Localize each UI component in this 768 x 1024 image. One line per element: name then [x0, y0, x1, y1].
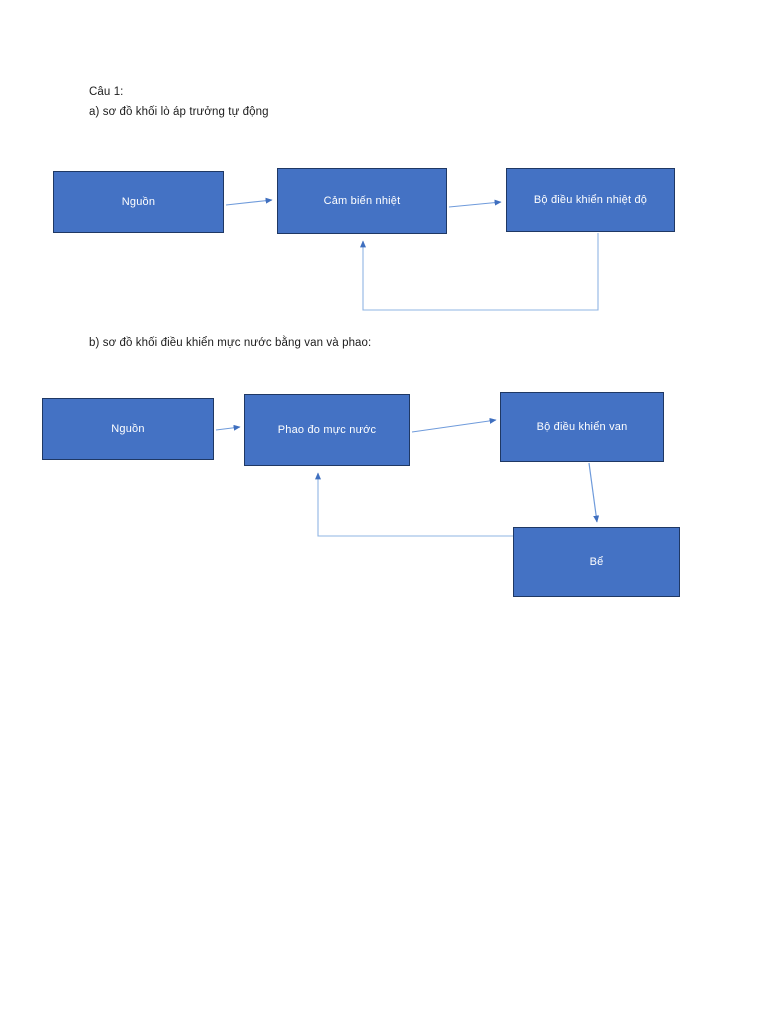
diagram-b-connector-bo-dieu-khien-van-to-be — [588, 462, 600, 523]
diagram-b-node-nguon: Nguồn — [42, 398, 214, 460]
diagram-a-node-nguon: Nguồn — [53, 171, 224, 233]
page-title: Câu 1: — [89, 86, 124, 98]
diagram-b-connector-phao-to-bo-dieu-khien-van — [411, 417, 497, 433]
diagram-a-node-cam-bien-nhiet: Cảm biến nhiệt — [277, 168, 447, 234]
diagram-b-node-bo-dieu-khien-van: Bộ điều khiển van — [500, 392, 664, 462]
section-a-label: a) sơ đồ khối lò áp trưởng tự động — [89, 106, 269, 118]
diagram-b-connector-feedback-loop — [315, 472, 513, 537]
diagram-a-connector-cam-bien-to-bo-dieu-khien — [448, 199, 502, 208]
diagram-a-node-bo-dieu-khien-nhiet-do: Bộ điều khiển nhiệt độ — [506, 168, 675, 232]
diagram-b-node-be: Bể — [513, 527, 680, 597]
section-b-label: b) sơ đồ khối điều khiển mực nước bằng v… — [89, 337, 372, 349]
diagram-b-connector-nguon-to-phao — [215, 424, 241, 431]
diagram-b-node-phao-do-muc-nuoc: Phao đo mực nước — [244, 394, 410, 466]
diagram-a-connector-feedback-loop — [360, 233, 599, 311]
diagram-a-connector-nguon-to-cam-bien — [225, 197, 273, 206]
